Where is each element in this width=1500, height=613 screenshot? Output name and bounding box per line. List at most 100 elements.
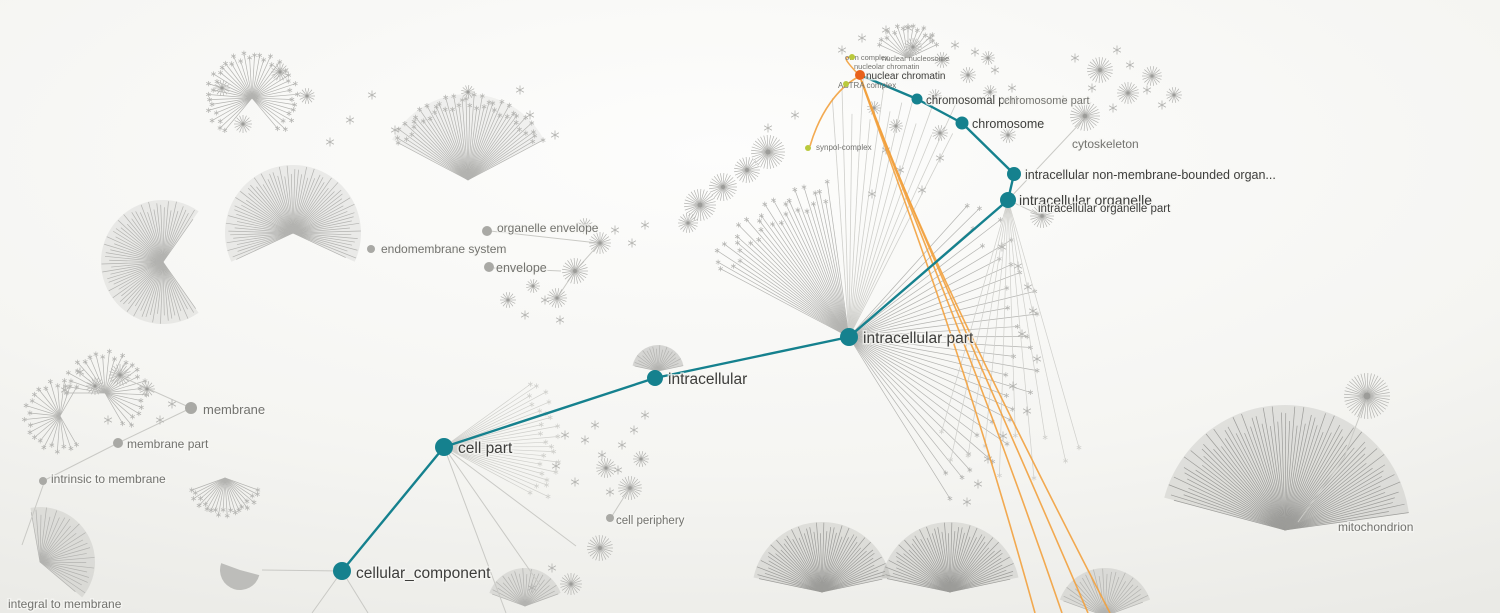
term-cluster-node[interactable]	[560, 573, 582, 595]
term-node-small[interactable]	[640, 220, 650, 230]
term-cluster-node[interactable]	[577, 218, 593, 234]
term-node-small[interactable]	[990, 65, 1000, 75]
term-node-small[interactable]	[1008, 381, 1018, 391]
term-cluster-node[interactable]	[934, 52, 950, 68]
term-node-small[interactable]	[613, 465, 623, 475]
term-node-small[interactable]	[60, 385, 70, 395]
node-intracellular-organelle[interactable]	[1000, 192, 1016, 208]
term-node-small[interactable]	[617, 440, 627, 450]
term-node-small[interactable]	[527, 583, 537, 593]
term-node-small[interactable]	[763, 123, 773, 133]
term-node-small[interactable]	[345, 115, 355, 125]
term-cluster-node[interactable]	[932, 125, 948, 141]
term-node-small[interactable]	[1112, 45, 1122, 55]
term-cluster-node[interactable]	[709, 173, 737, 201]
term-cluster-node[interactable]	[1000, 127, 1016, 143]
term-node-small[interactable]	[570, 477, 580, 487]
term-node-small[interactable]	[1087, 83, 1097, 93]
term-cluster-node[interactable]	[109, 364, 131, 386]
term-node-accent[interactable]	[805, 145, 811, 151]
term-node-small[interactable]	[1125, 60, 1135, 70]
term-node-small[interactable]	[903, 23, 913, 33]
term-node[interactable]	[113, 438, 123, 448]
term-label[interactable]: cytoskeleton	[1071, 136, 1141, 153]
term-node[interactable]	[39, 477, 47, 485]
term-cluster-node[interactable]	[299, 88, 315, 104]
term-node-small[interactable]	[837, 45, 847, 55]
term-node-small[interactable]	[1007, 83, 1017, 93]
term-node-small[interactable]	[857, 33, 867, 43]
term-cluster-node[interactable]	[234, 115, 252, 133]
term-node[interactable]	[482, 226, 492, 236]
term-cluster-node[interactable]	[684, 189, 716, 221]
term-cluster-node[interactable]	[889, 119, 903, 133]
term-cluster-node[interactable]	[983, 85, 997, 99]
node-cellular-component[interactable]	[333, 562, 351, 580]
term-node-small[interactable]	[167, 399, 177, 409]
term-node-small[interactable]	[935, 153, 945, 163]
term-node-small[interactable]	[1022, 406, 1032, 416]
node-chromosomal-part[interactable]	[911, 93, 923, 105]
node-nuclear-chromatin[interactable]	[855, 70, 865, 80]
term-node-small[interactable]	[790, 110, 800, 120]
term-node-small[interactable]	[520, 310, 530, 320]
term-node-small[interactable]	[629, 425, 639, 435]
term-cluster-node[interactable]	[589, 232, 611, 254]
term-cluster-node[interactable]	[734, 157, 760, 183]
node-label-intracellular-organelle[interactable]: intracellular organelle	[1018, 191, 1154, 210]
term-label[interactable]: intrinsic to membrane	[50, 471, 168, 488]
term-cluster-node[interactable]	[562, 258, 588, 284]
term-node-small[interactable]	[551, 461, 561, 471]
node-label-intracellular[interactable]: intracellular	[667, 370, 749, 390]
term-node-small[interactable]	[103, 415, 113, 425]
term-node-small[interactable]	[627, 238, 637, 248]
term-node-small[interactable]	[1058, 95, 1068, 105]
term-label[interactable]: intracellular organelle part	[1037, 202, 1173, 217]
term-node-small[interactable]	[1017, 329, 1027, 339]
term-node-small[interactable]	[515, 85, 525, 95]
term-cluster-node[interactable]	[214, 80, 230, 96]
term-cluster-node[interactable]	[1117, 82, 1139, 104]
term-node-small[interactable]	[1013, 261, 1023, 271]
term-label[interactable]: integral to membrane	[7, 596, 124, 613]
term-node-small[interactable]	[75, 367, 85, 377]
term-node-small[interactable]	[950, 40, 960, 50]
term-node-small[interactable]	[597, 450, 607, 460]
term-node-small[interactable]	[867, 189, 877, 199]
node-label-intracellular-non-membrane-bounded-organelle[interactable]: intracellular non-membrane-bounded organ…	[1024, 167, 1278, 184]
term-cluster-node[interactable]	[751, 135, 785, 169]
term-node-small[interactable]	[1023, 282, 1033, 292]
term-node-small[interactable]	[1157, 100, 1167, 110]
node-intracellular-part[interactable]	[840, 328, 858, 346]
term-node-small[interactable]	[560, 430, 570, 440]
term-node-small[interactable]	[973, 479, 983, 489]
term-node-small[interactable]	[610, 225, 620, 235]
term-label[interactable]: organelle envelope	[496, 220, 601, 237]
term-node[interactable]	[606, 514, 614, 522]
term-cluster-node[interactable]	[960, 67, 976, 83]
term-cluster-node[interactable]	[1030, 204, 1054, 228]
term-node-small[interactable]	[580, 435, 590, 445]
term-cluster-node[interactable]	[500, 292, 516, 308]
term-node-small[interactable]	[555, 315, 565, 325]
term-cluster-node[interactable]	[86, 377, 104, 395]
term-node-small[interactable]	[1108, 103, 1118, 113]
term-node-small[interactable]	[998, 431, 1008, 441]
term-node-small[interactable]	[881, 25, 891, 35]
term-label[interactable]: membrane part	[126, 436, 211, 453]
node-label-chromosomal-part[interactable]: chromosomal part	[925, 94, 1021, 109]
term-label[interactable]: endomembrane system	[380, 241, 508, 258]
term-node-small[interactable]	[367, 90, 377, 100]
term-node-small[interactable]	[917, 185, 927, 195]
term-node[interactable]	[484, 262, 494, 272]
term-cluster-node[interactable]	[1142, 66, 1162, 86]
term-label[interactable]: envelope	[495, 260, 549, 277]
term-node-small[interactable]	[962, 497, 972, 507]
term-node-small[interactable]	[1142, 85, 1152, 95]
term-cluster-node[interactable]	[904, 38, 922, 56]
term-cluster-node[interactable]	[1087, 57, 1113, 83]
term-label[interactable]: membrane	[202, 401, 267, 419]
term-node-small[interactable]	[1032, 354, 1042, 364]
term-node-small[interactable]	[390, 125, 400, 135]
